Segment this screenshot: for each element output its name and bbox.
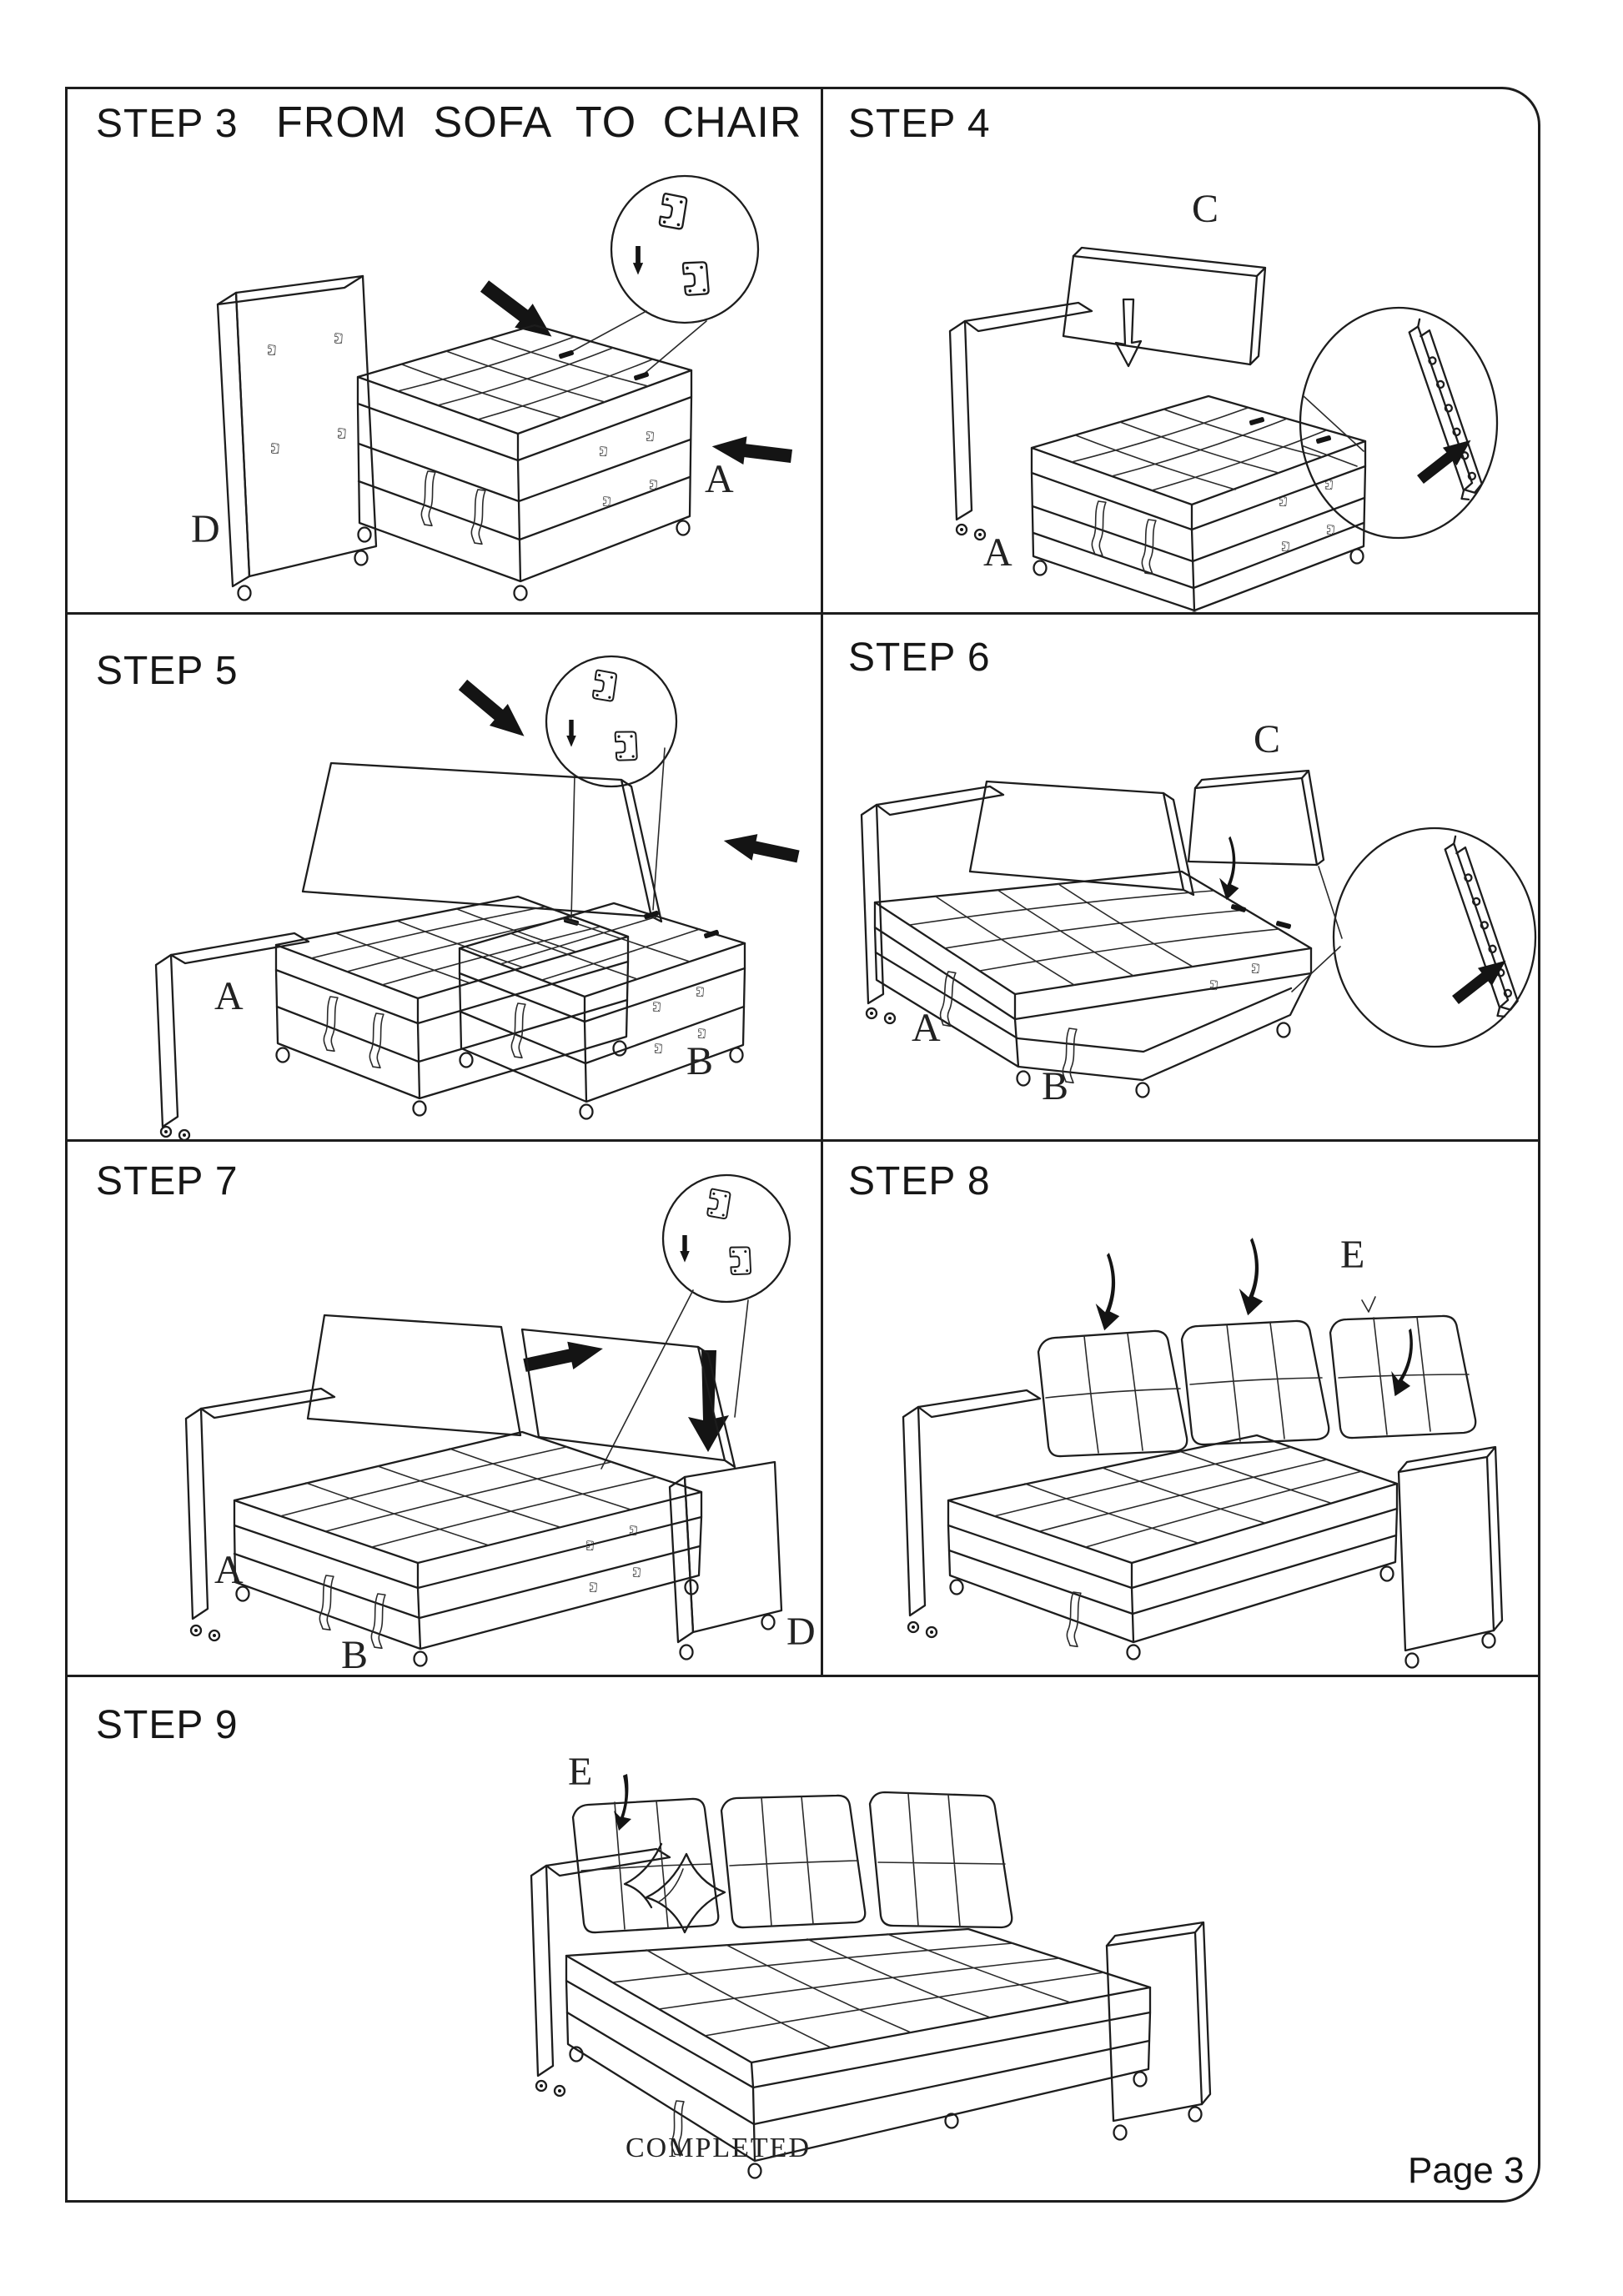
step-3-illustration	[216, 174, 794, 601]
part-label-a: A	[705, 457, 734, 501]
down-arrow-icon-1	[1095, 1253, 1120, 1331]
callout-circle-clips	[565, 174, 760, 377]
panel-step-7: STEP 7	[68, 1142, 821, 1675]
hollow-down-arrow-icon	[1114, 298, 1143, 368]
backrest-c	[1187, 769, 1325, 867]
clip-drop-arrow-icon	[566, 720, 576, 747]
step-4-illustration	[948, 246, 1499, 612]
pillow-e	[623, 1842, 726, 1934]
step-3-label: STEP 3	[96, 102, 239, 146]
part-label-c: C	[1254, 717, 1281, 761]
sectional-sofa-ab	[184, 1314, 736, 1667]
sofa-with-arms	[902, 1389, 1399, 1660]
step-5-label: STEP 5	[96, 649, 239, 693]
right-arm	[1397, 1445, 1504, 1669]
page-number: Page 3	[1408, 2150, 1525, 2191]
callout-circle-clips	[600, 1173, 791, 1470]
step-7-illustration	[184, 1173, 791, 1667]
part-label-c: C	[1192, 187, 1219, 231]
row-divider-1	[65, 612, 1538, 615]
clip-drop-arrow-icon	[680, 1235, 690, 1263]
black-down-arrow-icon	[688, 1350, 729, 1452]
black-arrow-down-right-icon	[475, 274, 561, 349]
part-label-a: A	[912, 1006, 941, 1050]
small-chevron-mark	[1361, 1296, 1376, 1313]
panel-step-3: STEP 3 FROM SOFA TO CHAIR	[68, 89, 821, 612]
vertical-divider	[821, 87, 823, 1675]
down-arrow-icon-2	[1239, 1238, 1264, 1316]
panel-step-5: STEP 5	[68, 615, 821, 1139]
step-9-illustration	[530, 1774, 1212, 2179]
part-label-d: D	[191, 507, 220, 551]
panel-step-4: STEP 4	[823, 89, 1540, 612]
arm-panel-d	[668, 1460, 783, 1660]
step-7-label: STEP 7	[96, 1159, 239, 1203]
pillow-drop-arrow-icon	[614, 1774, 631, 1831]
ottoman-base-a	[356, 324, 693, 601]
row-divider-2	[65, 1139, 1538, 1142]
black-arrow-left-icon	[721, 827, 801, 870]
part-label-a: A	[214, 1548, 244, 1592]
part-label-b: B	[341, 1633, 369, 1675]
black-arrow-right-icon	[521, 1334, 606, 1379]
black-down-arrow-icon	[1219, 836, 1239, 901]
ottoman-b	[458, 902, 746, 1120]
panel-step-9: STEP 9	[68, 1677, 1538, 2203]
clip-drop-arrow-icon	[632, 246, 644, 275]
callout-circle-rail	[1299, 306, 1499, 540]
step-4-label: STEP 4	[848, 102, 991, 146]
black-arrow-down-right-icon	[454, 673, 534, 747]
part-label-a: A	[214, 974, 244, 1018]
step-5-illustration	[154, 655, 801, 1139]
page-border	[65, 87, 1540, 2203]
callout-circle-clips	[545, 655, 678, 919]
part-label-e: E	[1340, 1233, 1365, 1277]
right-arm	[1105, 1921, 1212, 2141]
row-divider-3	[65, 1675, 1538, 1677]
step-8-label: STEP 8	[848, 1159, 991, 1203]
completed-sofa	[530, 1791, 1152, 2179]
page-title: FROM SOFA TO CHAIR	[276, 98, 802, 147]
part-label-d: D	[786, 1610, 816, 1654]
step-6-label: STEP 6	[848, 636, 991, 680]
back-cushion-1	[1037, 1329, 1188, 1458]
panel-step-8: STEP 8	[823, 1142, 1540, 1675]
part-label-a: A	[983, 530, 1012, 575]
part-label-b: B	[1042, 1064, 1069, 1108]
step-8-illustration	[902, 1238, 1504, 1669]
completed-label: COMPLETED	[626, 2133, 811, 2163]
step-9-label: STEP 9	[96, 1703, 239, 1747]
backrest-c	[1062, 246, 1267, 366]
chaise-assembly-ab	[860, 780, 1313, 1098]
step-6-illustration	[860, 769, 1537, 1098]
side-panel-d	[216, 274, 378, 601]
callout-circle-rail	[1291, 826, 1537, 1048]
panel-step-6: STEP 6	[823, 615, 1540, 1139]
down-arrow-icon-3	[1387, 1326, 1420, 1399]
back-cushion-2	[1180, 1319, 1330, 1446]
part-label-e: E	[568, 1750, 593, 1794]
part-label-b: B	[686, 1039, 714, 1083]
